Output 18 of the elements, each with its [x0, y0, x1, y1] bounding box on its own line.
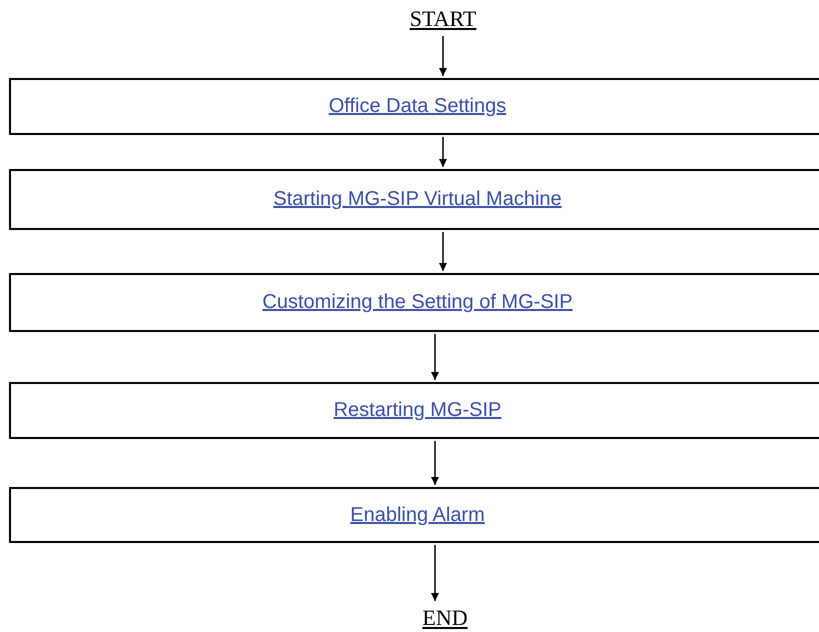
step-link: Customizing the Setting of MG-SIP	[262, 291, 573, 314]
process-box	[9, 169, 819, 230]
arrow	[439, 232, 447, 271]
process-box	[9, 78, 819, 135]
process-box	[9, 487, 819, 543]
step-link: Restarting MG-SIP	[334, 399, 502, 422]
arrow	[431, 545, 439, 601]
process-box	[9, 273, 819, 332]
step-link: Starting MG-SIP Virtual Machine	[273, 188, 562, 211]
step-link: Office Data Settings	[328, 95, 506, 118]
terminal-label: START	[410, 6, 476, 32]
terminal-label: END	[422, 605, 468, 631]
step-link: Enabling Alarm	[350, 504, 485, 526]
arrow	[439, 36, 447, 76]
arrow	[431, 441, 439, 485]
arrow	[439, 137, 447, 167]
process-box	[9, 382, 819, 439]
arrow	[431, 334, 439, 380]
